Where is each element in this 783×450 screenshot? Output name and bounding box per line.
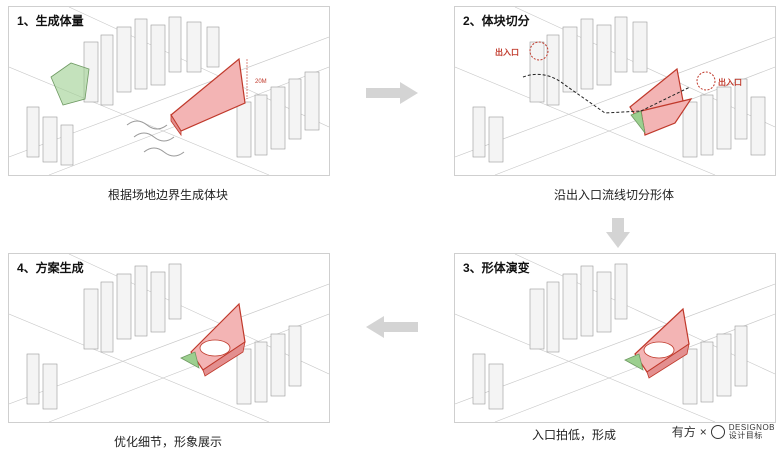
watermark-brand: DESIGNOB 设计目标: [728, 422, 775, 440]
watermark-text: 有方: [671, 425, 696, 439]
arrow-right-icon: [366, 82, 418, 104]
panel-4-drawing: [9, 254, 329, 422]
panel-2-drawing: 出入口 出入口: [455, 7, 775, 175]
entrance-label-right: 出入口: [718, 77, 742, 87]
panel-2-caption: 沿出入口流线切分形体: [553, 188, 674, 202]
dimension-label: 20M: [255, 79, 267, 85]
panel-1: 1、生成体量 20M: [8, 6, 330, 176]
panel-4-title: 4、方案生成: [17, 261, 84, 275]
panel-2-title: 2、体块切分: [463, 14, 530, 28]
panel-4: 4、方案生成: [8, 253, 330, 423]
panel-2: 2、体块切分 出入口 出入口: [454, 6, 776, 176]
panel-1-caption: 根据场地边界生成体块: [107, 188, 228, 202]
panel-1-drawing: 20M: [9, 7, 329, 175]
panel-3-title: 3、形体演变: [463, 261, 530, 275]
panel-3-caption: 入口拍低，形成: [532, 428, 617, 442]
arrow-down-icon: [606, 218, 630, 248]
watermark-cross: ×: [699, 424, 707, 439]
panel-3: 3、形体演变: [454, 253, 776, 423]
panel-4-caption: 优化细节，形象展示: [113, 435, 222, 449]
arrow-left-icon: [366, 316, 418, 338]
panel-3-drawing: [455, 254, 775, 422]
watermark-logo-icon: [710, 424, 725, 439]
panel-1-title: 1、生成体量: [17, 14, 84, 28]
watermark: 有方 × DESIGNOB 设计目标: [672, 423, 775, 440]
entrance-label-left: 出入口: [495, 47, 519, 57]
